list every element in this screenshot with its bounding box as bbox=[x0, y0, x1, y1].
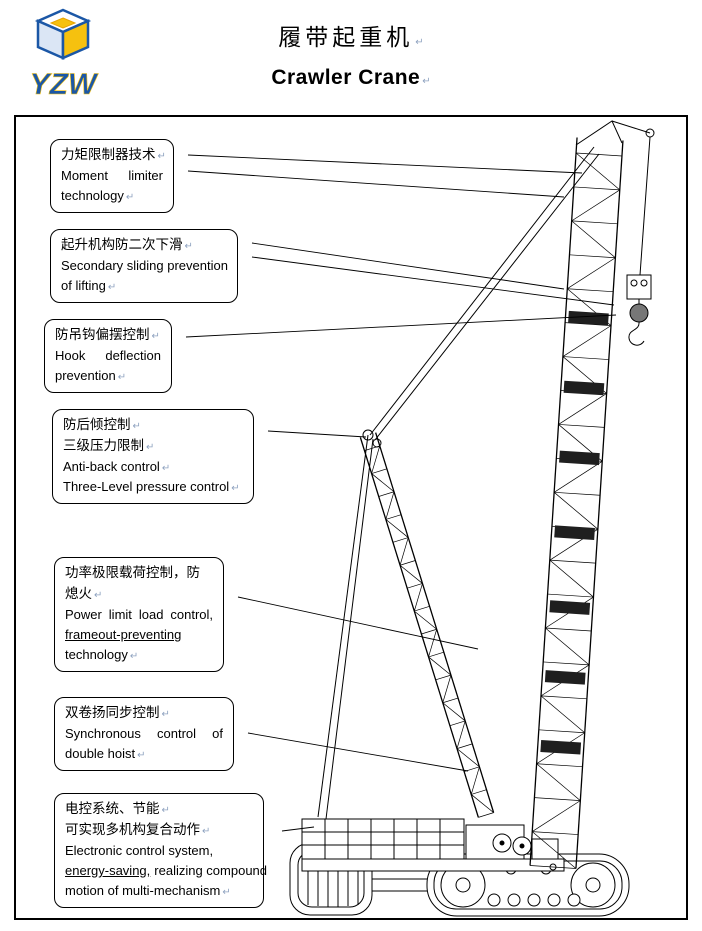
linebreak-mark: ↵ bbox=[202, 825, 211, 837]
company-logo: YZW bbox=[24, 6, 102, 111]
linebreak-mark: ↵ bbox=[422, 76, 431, 87]
logo-text: YZW bbox=[30, 68, 99, 101]
callout-power-limit: 功率极限载荷控制，防 熄火↵ Power limit load control,… bbox=[54, 557, 224, 673]
mast-top-sheaves bbox=[362, 429, 382, 448]
linebreak-mark: ↵ bbox=[117, 372, 127, 384]
linebreak-mark: ↵ bbox=[415, 37, 424, 48]
leader-lines bbox=[185, 154, 617, 832]
leader-secondary-sliding bbox=[251, 256, 615, 306]
linebreak-mark: ↵ bbox=[137, 750, 146, 762]
linebreak-mark: ↵ bbox=[161, 462, 171, 474]
page-title-english: Crawler Crane↵ bbox=[271, 66, 431, 89]
leader-hook-deflection bbox=[185, 314, 617, 338]
leader-electronic-control bbox=[281, 826, 315, 832]
lattice-boom-and-mast bbox=[359, 137, 624, 869]
leader-moment-limiter bbox=[187, 154, 583, 174]
crawler-crane-drawing bbox=[185, 120, 655, 917]
callout-secondary-sliding: 起升机构防二次下滑↵ Secondary sliding prevention … bbox=[50, 229, 238, 304]
counterweight-stack bbox=[301, 818, 465, 860]
linebreak-mark: ↵ bbox=[157, 151, 166, 162]
hook bbox=[628, 321, 645, 346]
linebreak-mark: ↵ bbox=[125, 192, 135, 204]
callout-anti-back-control: 防后倾控制↵ 三级压力限制↵ Anti-back control↵ Three-… bbox=[52, 409, 254, 505]
callout-hook-deflection: 防吊钩偏摆控制↵ Hook deflection prevention↵ bbox=[44, 319, 172, 394]
leader-double-hoist bbox=[247, 732, 469, 772]
linebreak-mark: ↵ bbox=[129, 651, 139, 663]
linebreak-mark: ↵ bbox=[231, 482, 240, 494]
leader-moment-limiter bbox=[187, 170, 565, 198]
callout-electronic-control: 电控系统、节能↵ 可实现多机构复合动作↵ Electronic control … bbox=[54, 793, 267, 909]
linebreak-mark: ↵ bbox=[222, 887, 231, 899]
linebreak-mark: ↵ bbox=[107, 282, 117, 294]
leader-power-limit bbox=[237, 596, 479, 650]
logo-cube-inner bbox=[49, 17, 77, 29]
diagram-frame: 力矩限制器技术↵ Moment limiter technology↵ 起升机构… bbox=[14, 115, 688, 920]
linebreak-mark: ↵ bbox=[146, 441, 155, 453]
linebreak-mark: ↵ bbox=[184, 241, 193, 252]
boom-head-and-hook bbox=[575, 120, 655, 346]
linebreak-mark: ↵ bbox=[151, 331, 160, 342]
operator-cab bbox=[531, 838, 559, 860]
deck bbox=[301, 858, 565, 872]
linebreak-mark: ↵ bbox=[161, 709, 170, 720]
linebreak-mark: ↵ bbox=[94, 589, 103, 601]
hook-block bbox=[626, 274, 652, 300]
logo-graphic: YZW bbox=[29, 8, 99, 101]
callout-moment-limiter: 力矩限制器技术↵ Moment limiter technology↵ bbox=[50, 139, 174, 214]
leader-secondary-sliding bbox=[251, 242, 565, 290]
linebreak-mark: ↵ bbox=[161, 805, 170, 816]
pendant-cables bbox=[317, 146, 600, 820]
callout-double-hoist: 双卷扬同步控制↵ Synchronous control of double h… bbox=[54, 697, 234, 772]
linebreak-mark: ↵ bbox=[132, 421, 141, 432]
logo-cube-right bbox=[61, 19, 90, 60]
headache-ball bbox=[629, 303, 649, 323]
carbody-counterweight bbox=[301, 818, 565, 872]
page-header: YZW 履带起重机↵ Crawler Crane↵ bbox=[0, 0, 702, 115]
leader-anti-back bbox=[267, 430, 367, 438]
page-title-chinese: 履带起重机↵ bbox=[278, 24, 424, 50]
